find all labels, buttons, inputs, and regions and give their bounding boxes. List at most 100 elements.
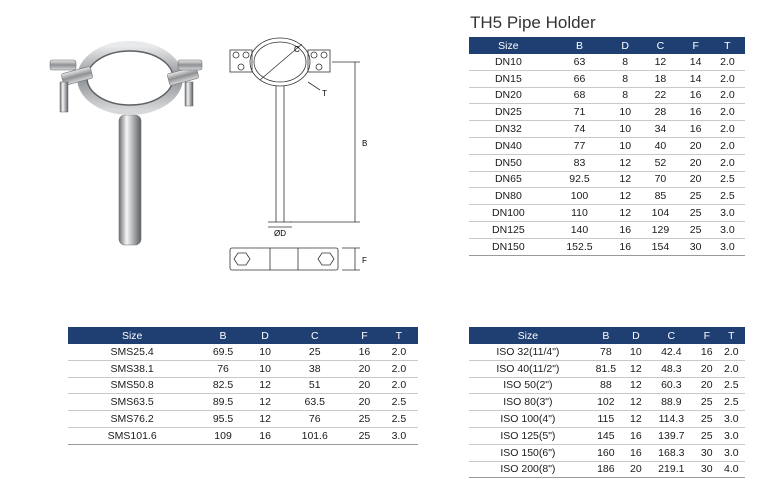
table-cell: 69.5 xyxy=(196,344,250,361)
table-cell: DN125 xyxy=(469,221,548,239)
table-cell: 38 xyxy=(280,360,350,378)
table-cell: 76 xyxy=(196,360,250,378)
table-cell: 140 xyxy=(547,221,612,239)
table-cell: DN40 xyxy=(469,137,548,155)
table-cell: 10 xyxy=(611,120,640,138)
table-cell: 60.3 xyxy=(646,377,696,395)
table-header-row: Size B D C F T xyxy=(469,327,745,344)
table-cell: 2.5 xyxy=(379,393,418,412)
table-cell: 25 xyxy=(695,427,718,445)
header-size: Size xyxy=(68,327,197,344)
table-cell: 82.5 xyxy=(196,377,250,395)
table-cell: 16 xyxy=(624,427,647,445)
table-cell: 25 xyxy=(681,221,710,239)
table-cell: 83 xyxy=(547,154,612,172)
header-b: B xyxy=(547,37,612,54)
table-cell: 51 xyxy=(280,377,350,395)
table-cell: 12 xyxy=(611,187,640,206)
table-cell: 10 xyxy=(611,103,640,122)
table-cell: 48.3 xyxy=(646,360,696,378)
table-cell: 30 xyxy=(695,444,718,462)
table-cell: 101.6 xyxy=(280,427,350,445)
table-cell: 20 xyxy=(681,137,710,155)
dim-label-b: B xyxy=(362,139,367,148)
table-cell: DN15 xyxy=(469,70,548,88)
table-cell: 20 xyxy=(695,360,718,378)
table-cell: 129 xyxy=(639,221,682,239)
table-cell: 10 xyxy=(611,137,640,155)
table-cell: 95.5 xyxy=(196,410,250,428)
table-cell: 22 xyxy=(639,87,682,105)
table-cell: 3.0 xyxy=(717,410,745,428)
table-cell: 14 xyxy=(681,70,710,88)
table-cell: 16 xyxy=(611,238,640,256)
table-cell: 12 xyxy=(611,171,640,189)
table-cell: DN25 xyxy=(469,103,548,122)
table-cell: 2.0 xyxy=(717,360,745,378)
header-t: T xyxy=(717,327,745,344)
table-cell: 114.3 xyxy=(646,410,696,428)
header-d: D xyxy=(249,327,281,344)
table-cell: 25 xyxy=(349,427,380,445)
header-size: Size xyxy=(469,37,548,54)
table-cell: 78 xyxy=(586,344,625,361)
header-t: T xyxy=(709,37,745,54)
header-f: F xyxy=(681,37,710,54)
table-cell: DN50 xyxy=(469,154,548,172)
header-f: F xyxy=(695,327,718,344)
table-cell: ISO 40(11/2") xyxy=(469,360,587,378)
header-c: C xyxy=(646,327,696,344)
table-cell: 10 xyxy=(249,344,281,361)
table-cell: 4.0 xyxy=(717,461,745,479)
table-cell: 20 xyxy=(349,377,380,395)
table-cell: 63 xyxy=(547,54,612,71)
table-cell: 25 xyxy=(280,344,350,361)
table-cell: 8 xyxy=(611,54,640,71)
table-cell: 186 xyxy=(586,461,625,479)
table-cell: 3.0 xyxy=(709,221,745,239)
table-cell: 2.5 xyxy=(717,393,745,412)
table-cell: ISO 50(2") xyxy=(469,377,587,395)
table-cell: 34 xyxy=(639,120,682,138)
table-cell: 25 xyxy=(681,204,710,222)
table-cell: 139.7 xyxy=(646,427,696,445)
table-cell: 160 xyxy=(586,444,625,462)
table-cell: 20 xyxy=(349,360,380,378)
table-cell: 2.0 xyxy=(379,344,418,361)
table-cell: 10 xyxy=(624,344,647,361)
table-cell: DN10 xyxy=(469,54,548,71)
table-cell: 74 xyxy=(547,120,612,138)
table-cell: 104 xyxy=(639,204,682,222)
table-cell: 168.3 xyxy=(646,444,696,462)
table-cell: SMS101.6 xyxy=(68,427,197,445)
table-cell: 2.5 xyxy=(709,187,745,206)
table-cell: 2.0 xyxy=(709,54,745,71)
table-cell: 25 xyxy=(695,393,718,412)
table-cell: 2.0 xyxy=(709,120,745,138)
table-cell: ISO 200(8") xyxy=(469,461,587,479)
pipe-holder-photo xyxy=(49,41,203,246)
table-cell: 3.0 xyxy=(717,427,745,445)
table-cell: SMS50.8 xyxy=(68,377,197,395)
header-b: B xyxy=(196,327,250,344)
dim-label-f: F xyxy=(362,256,367,265)
table-cell: 85 xyxy=(639,187,682,206)
table-cell: 2.0 xyxy=(709,154,745,172)
table-cell: 12 xyxy=(249,377,281,395)
table-cell: ISO 125(5") xyxy=(469,427,587,445)
table-cell: 102 xyxy=(586,393,625,412)
page-title: TH5 Pipe Holder xyxy=(470,13,596,32)
table-cell: 42.4 xyxy=(646,344,696,361)
table-cell: 2.0 xyxy=(379,360,418,378)
table-cell: 18 xyxy=(639,70,682,88)
table-cell: 12 xyxy=(624,393,647,412)
